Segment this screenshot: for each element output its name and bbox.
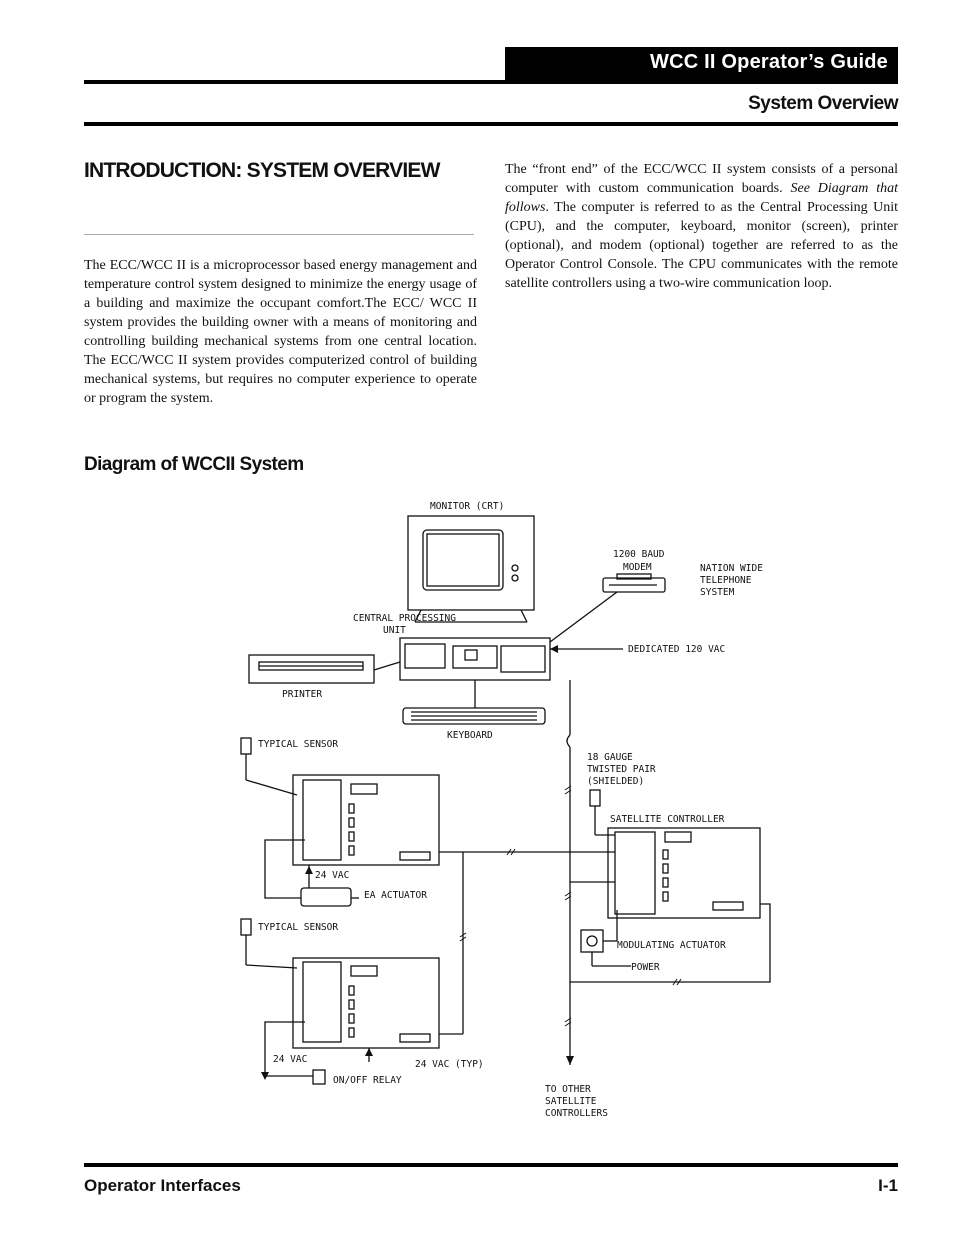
label-mod-actuator: MODULATING ACTUATOR	[617, 940, 726, 951]
label-vac-2: 24 VAC	[273, 1054, 307, 1065]
section-rule	[84, 122, 898, 126]
footer-section: Operator Interfaces	[84, 1176, 241, 1195]
intro-text-left: The ECC/WCC II is a microprocessor based…	[84, 258, 477, 406]
intro-text-right-b: . The computer is referred to as the Cen…	[505, 200, 898, 291]
controller-1-icon	[292, 774, 440, 866]
label-wire-1: 18 GAUGE	[587, 752, 633, 763]
intro-text-right: The “front end” of the ECC/WCC II system…	[505, 160, 898, 293]
header-rule	[84, 80, 898, 84]
sensor-icon	[240, 737, 252, 755]
label-vac-typ: 24 VAC (TYP)	[415, 1059, 484, 1070]
sensor-2-icon	[240, 918, 252, 936]
label-telephone-2: TELEPHONE	[700, 575, 752, 586]
label-printer: PRINTER	[282, 689, 322, 700]
modem-icon	[602, 573, 666, 593]
label-wire-2: TWISTED PAIR	[587, 764, 656, 775]
satellite-controller-icon	[607, 827, 761, 919]
diagram-reference: See Diagram that follows	[505, 181, 898, 215]
section-title: System Overview	[748, 93, 898, 114]
label-other-2: SATELLITE	[545, 1096, 597, 1107]
diagram-heading: Diagram of WCCII System	[84, 454, 304, 475]
label-telephone-3: SYSTEM	[700, 587, 735, 598]
label-cpu-1: CENTRAL PROCESSING	[353, 613, 456, 624]
guide-title: WCC II Operator’s Guide	[650, 51, 888, 73]
controller-2-icon	[292, 957, 440, 1049]
label-modem-1: 1200 BAUD	[613, 549, 665, 560]
intro-paragraph-right: The “front end” of the ECC/WCC II system…	[505, 160, 898, 293]
printer-icon	[248, 654, 375, 684]
label-wire-3: (SHIELDED)	[587, 776, 644, 787]
modulating-actuator-icon	[580, 929, 604, 953]
label-other-1: TO OTHER	[545, 1084, 591, 1095]
keyboard-icon	[402, 707, 546, 725]
relay-icon	[312, 1069, 326, 1085]
label-power: POWER	[631, 962, 660, 973]
label-sensor-2: TYPICAL SENSOR	[258, 922, 338, 933]
label-telephone-1: NATION WIDE	[700, 563, 763, 574]
intro-text-right-a: The “front end” of the ECC/WCC II system…	[505, 162, 898, 196]
label-monitor: MONITOR (CRT)	[430, 501, 504, 512]
label-vac-1: 24 VAC	[315, 870, 349, 881]
label-dedicated: DEDICATED 120 VAC	[628, 644, 725, 655]
monitor-icon	[407, 515, 535, 623]
label-satellite: SATELLITE CONTROLLER	[610, 814, 725, 825]
cpu-icon	[399, 637, 551, 681]
label-relay: ON/OFF RELAY	[333, 1075, 402, 1086]
system-diagram: MONITOR (CRT) 1200 BAUD MODEM NATION WID…	[240, 501, 771, 1119]
page-number: I-1	[878, 1176, 898, 1195]
ea-actuator-icon	[300, 887, 352, 907]
satellite-sensor-icon	[589, 789, 601, 807]
intro-heading: INTRODUCTION: SYSTEM OVERVIEW	[84, 159, 440, 182]
label-ea-actuator: EA ACTUATOR	[364, 890, 427, 901]
footer-rule	[84, 1163, 898, 1167]
heading-underline	[84, 234, 474, 235]
label-cpu-2: UNIT	[383, 625, 406, 636]
label-other-3: CONTROLLERS	[545, 1108, 608, 1119]
header-bar	[505, 47, 898, 82]
label-sensor-1: TYPICAL SENSOR	[258, 739, 338, 750]
label-keyboard: KEYBOARD	[447, 730, 493, 741]
label-modem-2: MODEM	[623, 562, 652, 573]
intro-paragraph-left: The ECC/WCC II is a microprocessor based…	[84, 256, 477, 408]
